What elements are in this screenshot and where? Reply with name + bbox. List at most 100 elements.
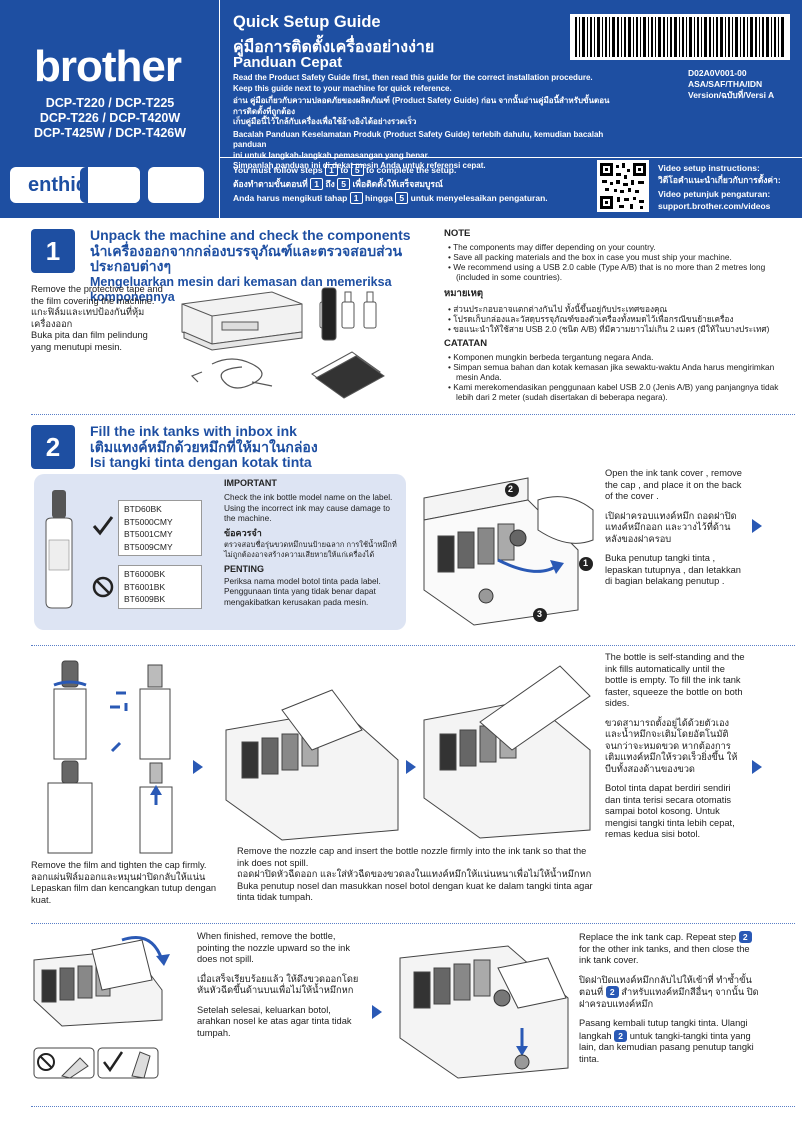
instruction-en: Open the ink tank cover , remove the cap… xyxy=(605,468,742,501)
section-divider xyxy=(31,923,795,924)
section-title: Fill the ink tanks with inbox ink เติมแท… xyxy=(90,423,450,471)
note-item: โปรดเก็บกล่องและวัสดุบรรจุภัณฑ์ของตัวเคร… xyxy=(444,314,794,324)
note-item: Simpan semua bahan dan kotak kemasan jik… xyxy=(444,362,794,382)
instruction-en: When finished, remove the bottle, pointi… xyxy=(197,931,350,964)
instruction-th: เมื่อเสร็จเรียบร้อยแล้ว ให้ดึงขวดออกโดยห… xyxy=(197,973,359,996)
note-item: We recommend using a USB 2.0 cable (Type… xyxy=(444,262,794,282)
callout-label: 3 xyxy=(537,609,543,619)
checkmark-icon xyxy=(103,1051,124,1073)
note-heading: หมายเหตุ xyxy=(444,288,484,299)
callout-badge-3 xyxy=(533,608,547,622)
instruction-en: for the other ink tanks, and then close … xyxy=(579,943,750,966)
section-number: 1 xyxy=(31,229,75,273)
video-text: วิดีโอคำแนะนำเกี่ยวกับการตั้งค่า: xyxy=(658,174,781,185)
instruction-id: Botol tinta dapat berdiri sendiri dan ti… xyxy=(605,783,735,839)
prohibited-icon xyxy=(37,1053,55,1071)
ink-code: BT6001BK xyxy=(124,581,166,592)
instruction-th: ขวดสามารถตั้งอยู่ได้ด้วยตัวเองและน้ำหมึก… xyxy=(605,717,738,774)
step-badge: 1 xyxy=(349,192,363,204)
note-item: Save all packing materials and the box i… xyxy=(444,252,794,262)
language-label: enthid xyxy=(28,174,88,196)
ink-code: BT5009CMY xyxy=(124,541,173,552)
model-line: DCP-T425W / DCP-T426W xyxy=(33,126,187,140)
steps-text: hingga xyxy=(365,193,393,203)
ink-code: BT5000CMY xyxy=(124,516,173,527)
intro-line: Read the Product Safety Guide first, the… xyxy=(233,73,593,82)
next-arrow-icon xyxy=(193,760,203,774)
video-instructions: Video setup instructions: วิดีโอคำแนะนำเ… xyxy=(658,163,798,212)
region-code: ASA/SAF/THA/IDN xyxy=(688,79,763,89)
replace-cap-illustration xyxy=(399,945,569,1079)
important-en: Check the ink bottle model name on the l… xyxy=(224,492,393,523)
important-heading: PENTING xyxy=(224,563,265,574)
insert-nozzle-illustration xyxy=(225,689,399,841)
steps-text: ถึง xyxy=(325,179,335,189)
step-badge: 5 xyxy=(337,178,351,190)
instruction-en: Remove the film and tighten the cap firm… xyxy=(31,860,207,870)
ink-code: BT6009BK xyxy=(124,594,166,604)
title-line-th: นำเครื่องออกจากกล่องบรรจุภัณฑ์และตรวจสอบ… xyxy=(90,242,403,274)
steps-text: เพื่อติดตั้งให้เสร็จสมบูรณ์ xyxy=(352,179,443,189)
note-item: Kami merekomendasikan penggunaan kabel U… xyxy=(444,382,794,402)
barcode-icon xyxy=(570,14,790,60)
ink-code: BT5001CMY xyxy=(124,529,173,539)
video-url-link[interactable]: support.brother.com/videos xyxy=(658,200,771,211)
correct-direction-box xyxy=(97,1047,159,1079)
section-number: 2 xyxy=(31,425,75,469)
important-heading: IMPORTANT xyxy=(224,478,277,488)
title-line-id: Mengeluarkan mesin dari kemasan dan meme… xyxy=(90,274,392,305)
instruction-id: Buka penutup tangki tinta , lepaskan tut… xyxy=(605,553,741,586)
callout-label: 2 xyxy=(508,484,514,494)
incompatible-codes-box: BT6000BK BT6001BK BT6009BK xyxy=(118,565,202,609)
video-text: Video setup instructions: xyxy=(658,163,760,173)
intro-line: Simpanlah panduan ini di dekat mesin And… xyxy=(233,161,486,170)
brand-logo: brother xyxy=(34,42,182,91)
self-standing-bottle-illustration xyxy=(423,665,591,839)
ink-code: BT6000BK xyxy=(124,569,166,579)
qr-code-icon[interactable] xyxy=(597,160,649,212)
model-list: DCP-T220 / DCP-T225 DCP-T226 / DCP-T420W… xyxy=(14,96,206,141)
self-standing-instructions: The bottle is self-standing and the ink … xyxy=(605,652,745,841)
doc-code: D02A0V001-00 xyxy=(688,68,747,78)
machine-components-illustration xyxy=(181,287,385,399)
model-line: DCP-T220 / DCP-T225 xyxy=(45,96,175,110)
instruction-id: Pasang kembali tutup tangki tinta. Ulang… xyxy=(579,1018,748,1041)
steps-requirement: You must follow steps 1 to 5 to complete… xyxy=(233,163,583,205)
callout-label: 1 xyxy=(583,558,589,568)
intro-line: Bacalah Panduan Keselamatan Produk (Prod… xyxy=(233,129,604,150)
model-line: DCP-T226 / DCP-T420W xyxy=(39,111,181,125)
steps-text: You must follow steps xyxy=(233,165,323,175)
step-badge: 5 xyxy=(395,192,409,204)
finish-instructions: When finished, remove the bottle, pointi… xyxy=(197,931,362,1039)
video-text: Video petunjuk pengaturan: xyxy=(658,189,771,199)
instruction-th: ลอกแผ่นฟิล์มออกและหมุนฝาปิดกลับให้แน่น xyxy=(31,871,206,882)
next-arrow-icon xyxy=(752,760,762,774)
note-item: The components may differ depending on y… xyxy=(444,242,794,252)
replace-cap-instructions: Replace the ink tank cap. Repeat step 2 … xyxy=(579,931,764,1065)
intro-text: Read the Product Safety Guide first, the… xyxy=(233,73,613,172)
instruction-id: Buka pita dan film pelindung yang menutu… xyxy=(31,330,148,352)
note-panel: NOTE The components may differ depending… xyxy=(444,228,794,402)
important-th: ตรวจสอบชื่อรุ่นขวดหมึกบนป้ายฉลาก การใช้น… xyxy=(224,539,397,560)
step-badge: 2 xyxy=(738,931,752,943)
note-heading: NOTE xyxy=(444,228,471,239)
step-badge: 1 xyxy=(324,164,338,176)
step-badge: 2 xyxy=(605,986,619,998)
document-codes: D02A0V001-00 ASA/SAF/THA/IDN Version/ฉบั… xyxy=(688,68,798,101)
insert-nozzle-instructions: Remove the nozzle cap and insert the bot… xyxy=(237,846,597,904)
language-box-blank xyxy=(148,167,204,203)
instruction-th: แกะฟิล์มและเทปป้องกันที่หุ้มเครื่องออก xyxy=(31,307,145,329)
step-badge: 5 xyxy=(350,164,364,176)
important-panel xyxy=(34,474,406,630)
next-arrow-icon xyxy=(372,1005,382,1019)
steps-text: untuk menyelesaikan pengaturan. xyxy=(410,193,548,203)
prohibited-icon xyxy=(92,576,114,598)
instruction-en: Remove the nozzle cap and insert the bot… xyxy=(237,846,587,868)
instruction-en: Replace the ink tank cap. Repeat step xyxy=(579,932,737,942)
section-title: Unpack the machine and check the compone… xyxy=(90,227,450,306)
important-heading: ข้อควรจำ xyxy=(224,527,262,538)
note-item: ขอแนะนำให้ใช้สาย USB 2.0 (ชนิด A/B) ที่ม… xyxy=(444,324,794,334)
title-id: Panduan Cepat xyxy=(233,54,343,71)
step-badge: 1 xyxy=(310,178,324,190)
instruction-th: ถอดฝาปิดหัวฉีดออก และใส่หัวฉีดของขวดลงใน… xyxy=(237,869,592,879)
